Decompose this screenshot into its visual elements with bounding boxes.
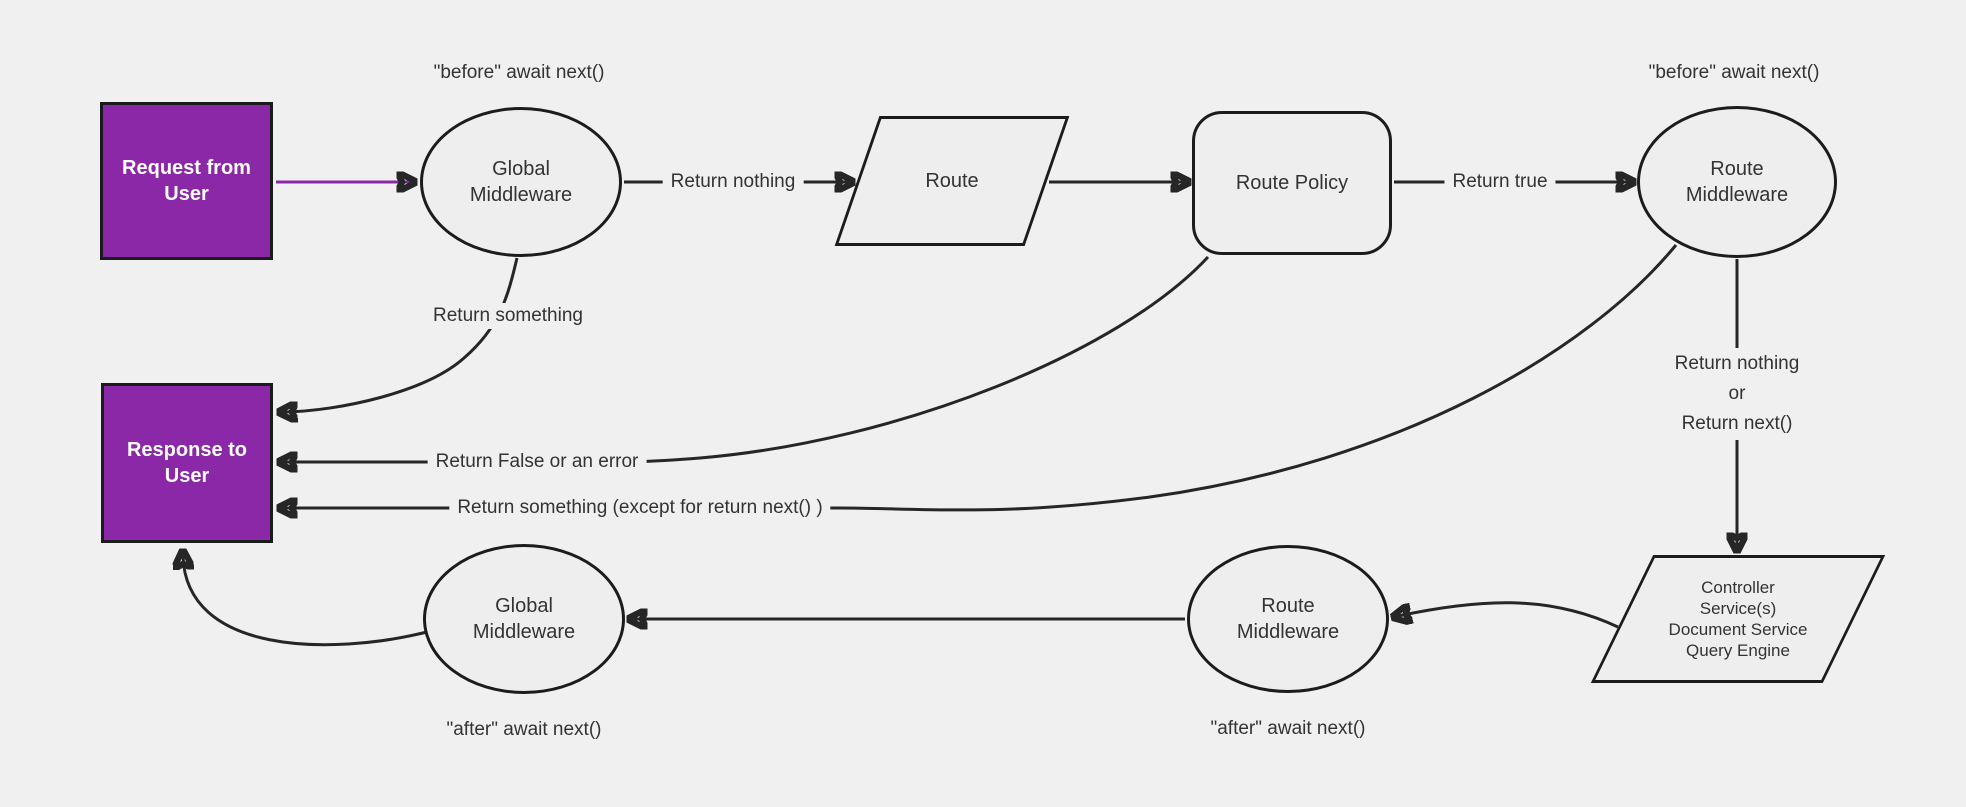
- node-route-middleware-before: Route Middleware: [1637, 106, 1837, 258]
- node-route-middleware-after: Route Middleware: [1187, 545, 1389, 693]
- edge-label-return-false-or-error: Return False or an error: [427, 449, 647, 475]
- node-response-to-user: Response to User: [101, 383, 273, 543]
- edge-label-return-something-except: Return something (except for return next…: [449, 495, 831, 521]
- edge-controller-to-route-middleware-after: [1398, 601, 1619, 629]
- edge-label-return-true: Return true: [1444, 169, 1556, 195]
- node-global-middleware-after: Global Middleware: [423, 544, 625, 694]
- annotation-before-await-next-left: "before" await next(): [433, 62, 605, 83]
- node-route: Route: [834, 116, 1070, 246]
- annotation-after-await-next-left: "after" await next(): [446, 719, 602, 740]
- node-global-middleware-before: Global Middleware: [420, 107, 622, 257]
- node-request-from-user: Request from User: [100, 102, 273, 260]
- edge-route-policy-return-false-to-response: [284, 255, 1210, 462]
- edge-route-middleware-return-something-except-to-response: [284, 244, 1678, 510]
- edge-global-middleware-after-to-response: [183, 556, 428, 647]
- edge-label-return-something: Return something: [425, 303, 591, 329]
- node-route-label: Route: [925, 170, 979, 192]
- annotation-after-await-next-right: "after" await next(): [1210, 718, 1366, 739]
- node-route-policy: Route Policy: [1192, 111, 1392, 255]
- edge-global-middleware-return-something-to-response: [284, 257, 519, 412]
- node-controller-services: Controller Service(s) Document Service Q…: [1590, 555, 1886, 683]
- annotation-before-await-next-right: "before" await next(): [1648, 62, 1820, 83]
- edge-label-return-nothing: Return nothing: [662, 169, 804, 195]
- node-controller-services-label: Controller Service(s) Document Service Q…: [1668, 578, 1808, 660]
- edge-label-return-nothing-or-next: Return nothing or Return next(): [1666, 348, 1808, 440]
